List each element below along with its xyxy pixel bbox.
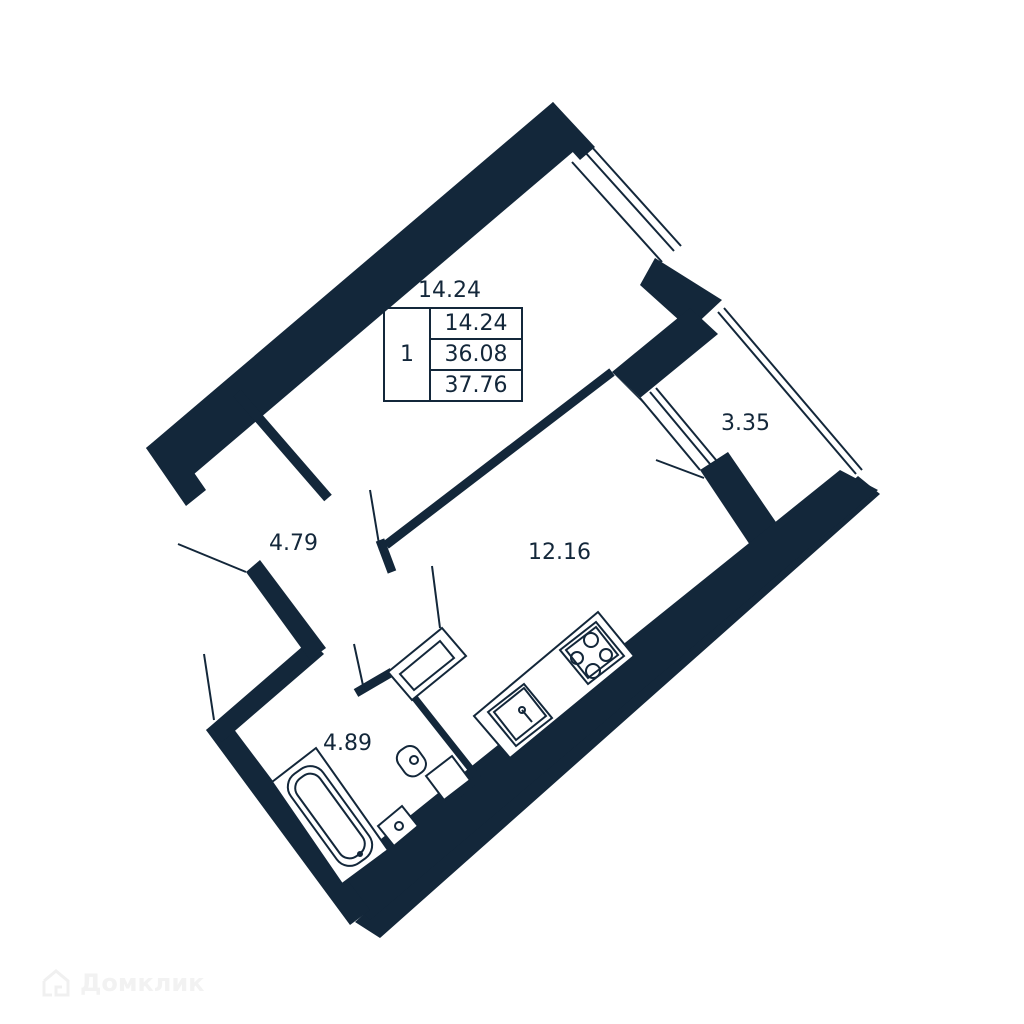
house-logo-icon xyxy=(42,969,70,997)
bathroom-sink-icon xyxy=(376,804,420,848)
bedroom-window xyxy=(571,145,682,263)
room-count: 1 xyxy=(385,309,431,400)
area-values: 14.24 36.08 37.76 xyxy=(431,309,521,400)
kitchen-sink-icon xyxy=(486,682,554,748)
balcony-area-label: 3.35 xyxy=(721,411,770,436)
total-area-with-balcony-value: 37.76 xyxy=(444,373,508,398)
bedroom-area-label: 14.24 xyxy=(418,278,481,303)
bathroom-area-label: 4.89 xyxy=(323,731,372,756)
washing-machine-icon xyxy=(386,626,468,702)
hallway-area-label: 4.79 xyxy=(269,531,318,556)
bathtub-icon xyxy=(270,746,390,886)
toilet-icon xyxy=(395,744,472,802)
balcony-door xyxy=(639,387,717,479)
living-area-value: 14.24 xyxy=(431,309,521,340)
kitchen-area-label: 12.16 xyxy=(528,540,591,565)
outer-walls xyxy=(146,102,880,938)
balcony-window xyxy=(717,307,863,475)
door-swings xyxy=(177,489,441,721)
total-area-value: 36.08 xyxy=(431,340,521,371)
watermark: Домклик xyxy=(38,965,204,1001)
kitchen-counter xyxy=(472,610,636,760)
stove-icon xyxy=(558,620,626,686)
partitions xyxy=(233,368,615,799)
watermark-text: Домклик xyxy=(80,969,205,997)
area-summary-table: 1 14.24 36.08 37.76 xyxy=(383,307,523,402)
